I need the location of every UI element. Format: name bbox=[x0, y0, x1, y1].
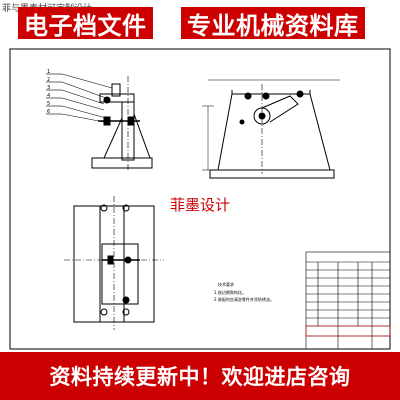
bottom-banner-text: 资料持续更新中！欢迎进店咨询 bbox=[49, 365, 351, 389]
leader-line-2 bbox=[61, 81, 107, 99]
side-view-body bbox=[217, 93, 331, 171]
leader-numbers: 1 2 3 4 5 6 bbox=[47, 69, 50, 115]
bottom-banner: 资料持续更新中！欢迎进店咨询 bbox=[0, 352, 400, 400]
side-view-bolt-right bbox=[296, 90, 304, 98]
top-view-upright-outline bbox=[99, 205, 125, 323]
side-view-bolt-left bbox=[244, 92, 252, 100]
title-block-redline bbox=[305, 325, 391, 337]
front-view-rib-left bbox=[103, 117, 123, 159]
leader-number-4: 4 bbox=[47, 93, 50, 99]
front-view-nut-right bbox=[127, 116, 135, 126]
leader-number-6: 6 bbox=[47, 109, 50, 115]
side-view-clamp-lever bbox=[261, 95, 299, 123]
top-view-clamp-outline bbox=[101, 243, 139, 305]
side-view-base bbox=[209, 169, 335, 179]
leader-number-2: 2 bbox=[47, 77, 50, 83]
leader-line-5 bbox=[61, 105, 107, 119]
leader-line-1 bbox=[61, 73, 113, 89]
tech-requirements: 技术要求 1.锐边倒角钝化。 2.装配时应清洗零件并涂防锈油。 bbox=[214, 281, 274, 302]
drawing-canvas: 1 2 3 4 5 6 bbox=[9, 48, 391, 350]
leader-line-3 bbox=[61, 89, 105, 105]
tech-requirement-1: 1.锐边倒角钝化。 bbox=[214, 289, 246, 295]
title-block-frame bbox=[305, 251, 391, 350]
top-banner: 菲与墨素材可定制设计 电子档文件 专业机械资料库 bbox=[0, 0, 400, 46]
leader-line-4 bbox=[61, 97, 105, 111]
center-watermark: 菲墨设计 bbox=[170, 196, 230, 214]
top-view bbox=[64, 196, 164, 330]
leader-line-6 bbox=[61, 113, 105, 123]
tech-requirements-title: 技术要求 bbox=[218, 281, 234, 287]
side-view bbox=[202, 79, 340, 179]
front-view-pin bbox=[103, 96, 111, 104]
side-view-bolt-mid bbox=[262, 92, 270, 100]
banner-right-title: 专业机械资料库 bbox=[181, 7, 365, 40]
title-block bbox=[305, 251, 391, 350]
front-view-clamp-post bbox=[111, 83, 121, 97]
front-view-rib bbox=[133, 113, 151, 159]
leader-number-3: 3 bbox=[47, 85, 50, 91]
technical-drawing: 1 2 3 4 5 6 bbox=[0, 46, 400, 352]
front-view bbox=[46, 73, 153, 172]
front-view-nut-left bbox=[103, 116, 111, 126]
banner-left-title: 电子档文件 bbox=[18, 7, 153, 40]
sheet-frame bbox=[9, 48, 391, 350]
tech-requirement-2: 2.装配时应清洗零件并涂防锈油。 bbox=[214, 296, 274, 302]
front-view-clamp-arm bbox=[99, 93, 135, 103]
leader-number-1: 1 bbox=[47, 69, 50, 75]
leader-number-5: 5 bbox=[47, 101, 50, 107]
